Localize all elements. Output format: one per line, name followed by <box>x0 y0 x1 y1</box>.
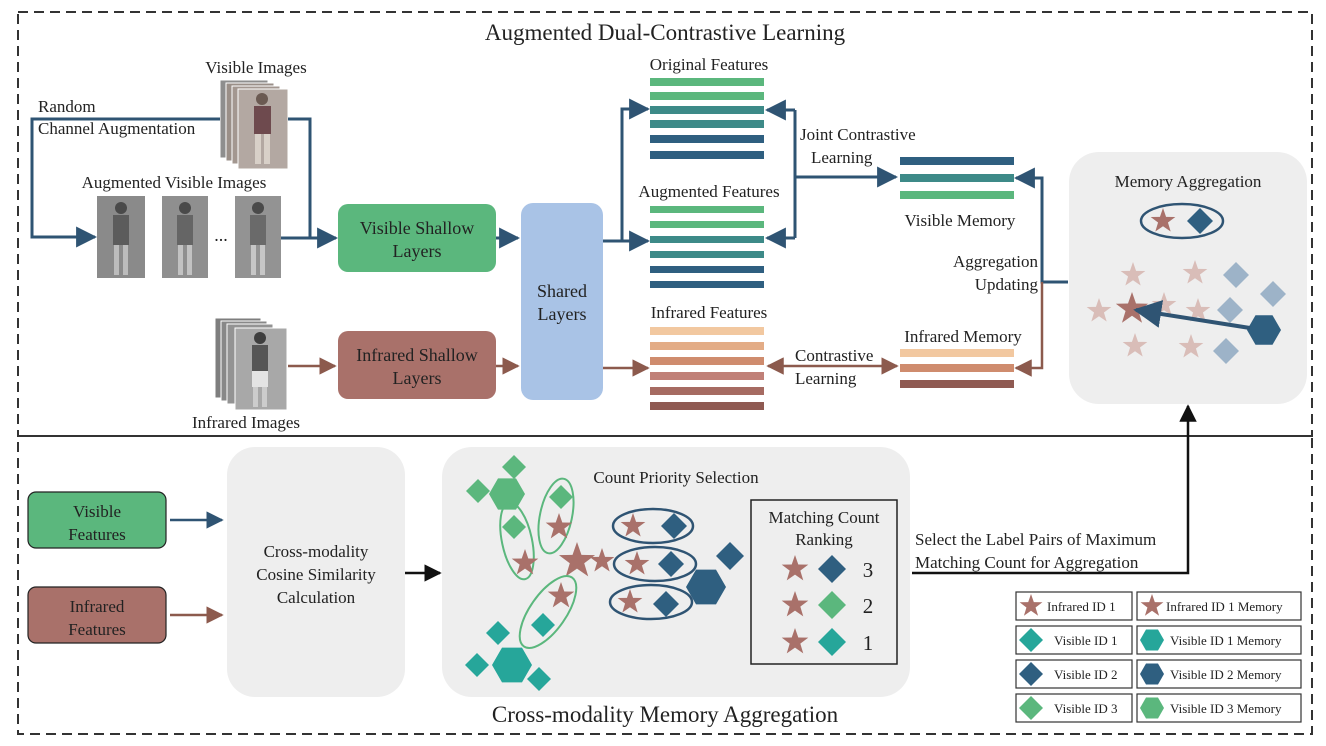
legend-label: Visible ID 2 Memory <box>1170 667 1282 682</box>
contrastive-label-1: Contrastive <box>795 346 873 365</box>
infrared-memory-label: Infrared Memory <box>904 327 1022 346</box>
contrastive-label-2: Learning <box>795 369 857 388</box>
ranking-label-1: Matching Count <box>769 508 880 527</box>
random-aug-label-1: Random <box>38 97 96 116</box>
legend-label: Visible ID 1 Memory <box>1170 633 1282 648</box>
matching-count-ranking-box <box>750 499 898 665</box>
visible-input-arrows <box>30 117 521 249</box>
top-section-frame <box>17 11 1313 437</box>
infrared-features-label-1: Infrared <box>70 597 125 616</box>
legend-label: Visible ID 2 <box>1054 667 1118 682</box>
visible-memory-label: Visible Memory <box>905 211 1016 230</box>
cosine-similarity-panel <box>227 447 405 697</box>
bottom-title: Cross-modality Memory Aggregation <box>492 702 839 727</box>
memory-aggregation-title: Memory Aggregation <box>1115 172 1262 191</box>
ellipsis: ... <box>214 225 228 245</box>
count-priority-label: Count Priority Selection <box>593 468 759 487</box>
aggregation-updating-label-1: Aggregation <box>953 252 1038 271</box>
rank-1-label: 1 <box>863 631 874 655</box>
ranking-label-2: Ranking <box>795 530 853 549</box>
shared-layers <box>521 203 603 400</box>
joint-contrastive-label-2: Learning <box>811 148 873 167</box>
infrared-features-stack <box>650 327 764 410</box>
infrared-shallow-label-1: Infrared Shallow <box>356 345 477 365</box>
visible-shallow-layers <box>338 204 496 272</box>
visible-features-label-1: Visible <box>73 502 121 521</box>
rank-3-label: 3 <box>863 558 874 582</box>
aggregation-to-infrared-arrow <box>1014 282 1044 377</box>
infrared-images-label: Infrared Images <box>192 413 300 432</box>
infrared-features-label: Infrared Features <box>651 303 768 322</box>
visible-shallow-label-2: Layers <box>393 241 442 261</box>
visible-features-box <box>27 491 167 549</box>
legend-label: Visible ID 1 <box>1054 633 1118 648</box>
visible-features-label-2: Features <box>68 525 126 544</box>
selection-to-aggregation-arrow <box>912 404 1197 575</box>
joint-contrastive-arrows <box>764 99 899 249</box>
augmented-visible-label: Augmented Visible Images <box>82 173 267 192</box>
visible-images-label: Visible Images <box>205 58 306 77</box>
shared-layers-label-2: Layers <box>538 304 587 324</box>
infrared-image-stack <box>214 317 288 411</box>
shared-layers-label-1: Shared <box>537 281 587 301</box>
visible-image-stack <box>219 79 289 170</box>
aggregated-pair-ellipse <box>1139 202 1225 240</box>
top-title: Augmented Dual-Contrastive Learning <box>485 20 846 45</box>
aggregation-to-visible-arrow <box>1013 167 1068 284</box>
augmented-features-label: Augmented Features <box>638 182 779 201</box>
visible-shallow-label-1: Visible Shallow <box>360 218 474 238</box>
infrared-shallow-label-2: Layers <box>393 368 442 388</box>
original-features-stack <box>650 78 764 159</box>
visible-memory-stack <box>900 157 1014 199</box>
legend-label: Infrared ID 1 Memory <box>1166 599 1283 614</box>
cosine-label-1: Cross-modality <box>264 542 369 561</box>
shared-to-visible-features-arrows <box>603 98 651 252</box>
legend: Infrared ID 1 Infrared ID 1 Memory Visib… <box>1015 591 1302 723</box>
random-aug-label-2: Channel Augmentation <box>38 119 196 138</box>
original-features-label: Original Features <box>650 55 769 74</box>
augmented-visible-images <box>97 196 281 278</box>
legend-label: Visible ID 3 <box>1054 701 1118 716</box>
select-label-1: Select the Label Pairs of Maximum <box>915 530 1156 549</box>
infrared-memory-stack <box>900 349 1014 388</box>
legend-label: Visible ID 3 Memory <box>1170 701 1282 716</box>
memory-aggregation-panel <box>1069 152 1307 404</box>
infrared-features-label-2: Features <box>68 620 126 639</box>
joint-contrastive-label-1: Joint Contrastive <box>800 125 916 144</box>
select-label-2: Matching Count for Aggregation <box>915 553 1139 572</box>
infrared-shallow-layers <box>338 331 496 399</box>
legend-label: Infrared ID 1 <box>1047 599 1116 614</box>
aggregation-pull-arrow <box>1133 300 1251 330</box>
cosine-label-2: Cosine Similarity <box>256 565 376 584</box>
augmented-features-stack <box>650 206 764 288</box>
count-priority-scatter <box>465 455 744 691</box>
aggregation-updating-label-2: Updating <box>975 275 1039 294</box>
cosine-label-3: Calculation <box>277 588 356 607</box>
rank-2-label: 2 <box>863 594 874 618</box>
infrared-features-box <box>27 586 167 644</box>
bottom-section-frame <box>17 435 1313 735</box>
